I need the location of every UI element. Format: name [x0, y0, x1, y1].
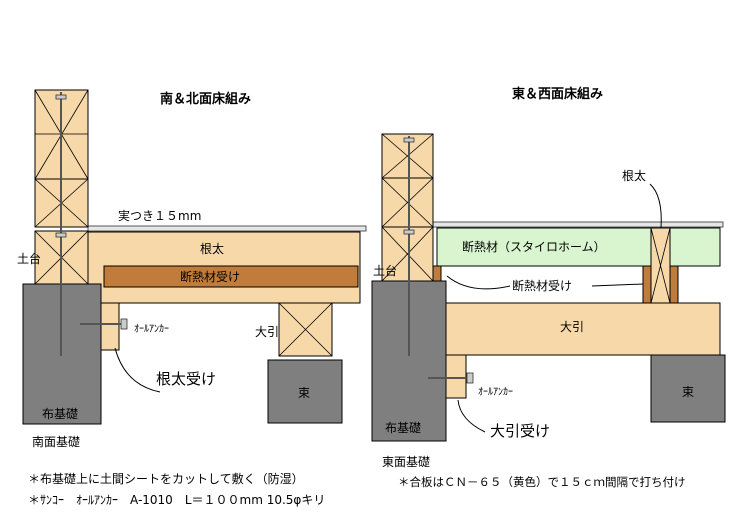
right-plywood	[432, 221, 724, 228]
right-tsuka	[650, 354, 726, 423]
right-label-tsuka: 束	[682, 385, 694, 399]
right-caption-kiso: 東面基礎	[382, 455, 430, 469]
right-insulation	[436, 227, 652, 267]
right-insulation-support-end	[669, 265, 679, 304]
right-ohbiki	[445, 302, 721, 356]
left-label-neta-uke: 根太受け	[156, 370, 216, 388]
right-stud-middle	[381, 177, 434, 228]
note-line-1: ＊布基礎上に土間シートをカットして敷く（防湿）	[28, 472, 304, 486]
right-label-ohbiki: 大引	[560, 320, 584, 334]
right-ohbiki-support-block	[445, 354, 467, 399]
right-leader-ohbiki-uke	[457, 399, 486, 433]
left-all-anchor	[80, 318, 128, 330]
left-label-dannetsu-uke: 断熱材受け	[180, 269, 240, 284]
left-label-anchor: ｵｰﾙｱﾝｶｰ	[134, 323, 169, 335]
left-leader-neta-uke	[114, 347, 161, 393]
right-insulation-end	[669, 227, 721, 267]
note-line-2: ＊ｻﾝｺｰ ｵｰﾙｱﾝｶｰ A-1010 L＝１００mm 10.5φキリ	[28, 493, 326, 507]
left-ohbiki	[278, 302, 333, 357]
left-label-nuno-kiso: 布基礎	[42, 407, 78, 421]
left-label-neta: 根太	[200, 241, 224, 256]
right-label-neta: 根太	[622, 168, 646, 183]
left-joist-support-block	[100, 302, 120, 351]
left-plywood	[87, 225, 367, 232]
right-label-nuno-kiso: 布基礎	[385, 421, 421, 435]
right-insulation-support-right	[642, 265, 652, 304]
right-joist-neta	[650, 227, 671, 304]
right-leader-neta	[649, 183, 662, 229]
left-insulation-support	[103, 265, 359, 288]
right-all-anchor	[428, 372, 474, 384]
right-sill-dodai	[381, 226, 434, 282]
title-east-west: 東＆西面床組み	[512, 86, 603, 102]
right-label-dannetsu: 断熱材（スタイロホーム）	[462, 239, 606, 254]
right-label-anchor: ｵｰﾙｱﾝｶｰ	[478, 386, 513, 398]
right-leader-uke-left	[446, 275, 511, 290]
left-label-sanekki: 実つき１５mm	[118, 208, 201, 223]
right-label-dannetsu-uke: 断熱材受け	[512, 278, 572, 293]
note-line-3: ＊合板はＣＮ－６５（黄色）で１５ｃｍ間隔で打ち付け	[398, 475, 686, 489]
left-label-tsuka: 束	[298, 386, 310, 400]
title-south-north: 南＆北面床組み	[160, 91, 251, 107]
right-label-ohbiki-uke: 大引受け	[490, 422, 550, 440]
left-label-ohbiki: 大引	[255, 325, 279, 339]
left-tsuka	[267, 359, 343, 424]
right-leader-uke-right	[591, 283, 644, 287]
right-label-dodai: 土台	[373, 263, 397, 278]
left-caption-kiso: 南面基礎	[32, 434, 80, 449]
left-label-dodai: 土台	[17, 251, 41, 266]
